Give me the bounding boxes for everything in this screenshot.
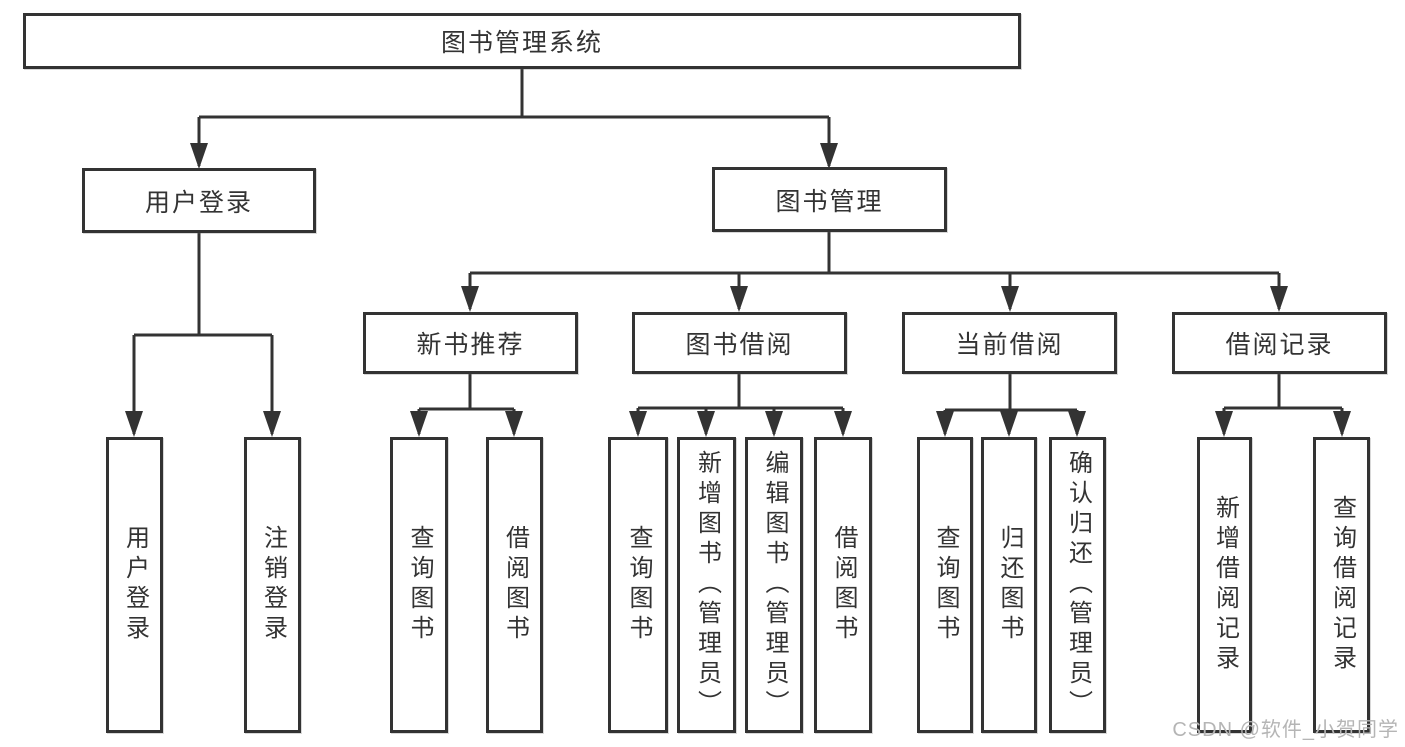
node-book-management-label: 图书管理 <box>775 187 884 216</box>
leaf-user-login: 用户登录 <box>106 437 163 733</box>
leaf-borrow-book-label: 借阅图书 <box>830 525 857 645</box>
leaf-borrow-book-recommend: 借阅图书 <box>486 437 543 733</box>
leaf-query-book-current: 查询图书 <box>917 437 973 733</box>
leaf-query-borrow-record-label: 查询借阅记录 <box>1328 495 1356 675</box>
leaf-query-book-recommend-label: 查询图书 <box>406 525 433 645</box>
leaf-return-book: 归还图书 <box>981 437 1037 733</box>
node-book-borrow: 图书借阅 <box>632 312 847 374</box>
node-current-borrow-label: 当前借阅 <box>955 331 1064 359</box>
node-book-management: 图书管理 <box>712 167 947 232</box>
leaf-query-borrow-record: 查询借阅记录 <box>1313 437 1370 733</box>
leaf-return-book-label: 归还图书 <box>996 525 1023 645</box>
leaf-add-borrow-record-label: 新增借阅记录 <box>1211 495 1239 675</box>
node-borrow-records-label: 借阅记录 <box>1225 331 1334 359</box>
leaf-add-borrow-record: 新增借阅记录 <box>1197 437 1252 733</box>
node-new-book-recommend: 新书推荐 <box>363 312 578 374</box>
leaf-user-login-label: 用户登录 <box>121 525 149 645</box>
leaf-confirm-return-admin: 确认归还（管理员） <box>1049 437 1106 733</box>
leaf-edit-book-admin-label: 编辑图书（管理员） <box>761 450 788 720</box>
node-borrow-records: 借阅记录 <box>1172 312 1387 374</box>
node-root-label: 图书管理系统 <box>440 29 603 57</box>
node-user-login-label: 用户登录 <box>144 188 253 217</box>
leaf-confirm-return-admin-label: 确认归还（管理员） <box>1064 450 1092 720</box>
leaf-borrow-book: 借阅图书 <box>814 437 872 733</box>
watermark: CSDN @软件_小贺同学 <box>1172 719 1399 741</box>
leaf-query-book-borrow-label: 查询图书 <box>625 525 652 645</box>
leaf-query-book-borrow: 查询图书 <box>608 437 668 733</box>
node-root: 图书管理系统 <box>23 13 1021 69</box>
leaf-logout: 注销登录 <box>244 437 301 733</box>
leaf-query-book-current-label: 查询图书 <box>932 525 959 645</box>
node-book-borrow-label: 图书借阅 <box>685 331 794 359</box>
leaf-add-book-admin: 新增图书（管理员） <box>677 437 736 733</box>
leaf-add-book-admin-label: 新增图书（管理员） <box>693 450 721 720</box>
leaf-edit-book-admin: 编辑图书（管理员） <box>745 437 803 733</box>
leaf-borrow-book-recommend-label: 借阅图书 <box>501 525 529 645</box>
leaf-query-book-recommend: 查询图书 <box>390 437 448 733</box>
node-current-borrow: 当前借阅 <box>902 312 1117 374</box>
node-user-login: 用户登录 <box>82 168 316 233</box>
leaf-logout-label: 注销登录 <box>259 525 287 645</box>
node-new-book-recommend-label: 新书推荐 <box>416 331 525 359</box>
